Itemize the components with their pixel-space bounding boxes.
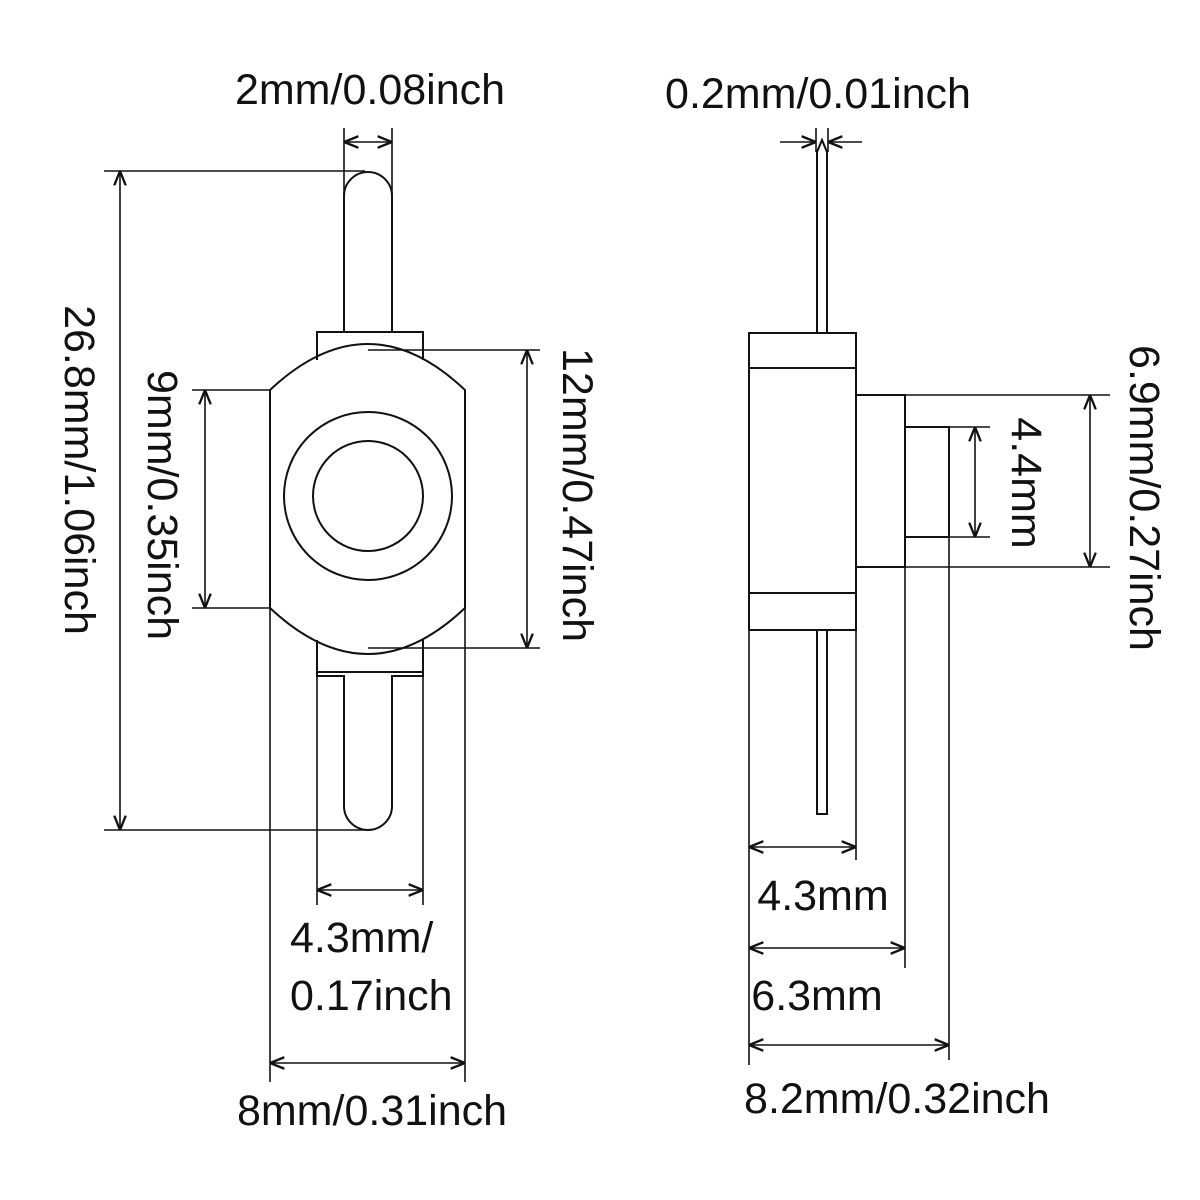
front-body (269, 343, 466, 655)
side-knob-height-label: 4.4mm (1002, 417, 1050, 548)
knob-inner-ring (312, 440, 424, 552)
front-body-height-label: 12mm/0.47inch (553, 348, 601, 642)
front-bottom-shoulder (316, 640, 424, 673)
front-body-width-label: 8mm/0.31inch (237, 1087, 507, 1135)
side-total-depth-label: 8.2mm/0.32inch (744, 1075, 1050, 1123)
front-pin-spacing-label-line1: 4.3mm/ (290, 914, 433, 962)
front-top-shoulder (316, 331, 424, 360)
front-view: 2mm/0.08inch 26.8mm/1.06inch 9mm/0.35inc… (55, 66, 601, 1135)
side-collar (855, 394, 906, 568)
knob-outer-ring (283, 411, 453, 581)
front-top-pin (343, 171, 393, 332)
front-total-height-label: 26.8mm/1.06inch (55, 305, 103, 635)
side-body (748, 332, 857, 631)
front-bottom-pin (316, 672, 424, 831)
side-collar-height-label: 6.9mm/0.27inch (1120, 345, 1168, 651)
front-pin-width-label: 2mm/0.08inch (235, 66, 505, 114)
side-pin-thickness-label: 0.2mm/0.01inch (665, 70, 971, 118)
side-top-pin (816, 137, 828, 333)
side-bottom-pin (816, 630, 828, 815)
side-depth-to-body-label: 4.3mm (757, 872, 888, 920)
side-knob (904, 426, 950, 538)
front-pin-spacing-label-line2: 0.17inch (290, 972, 453, 1020)
side-depth-to-collar-label: 6.3mm (751, 972, 882, 1020)
front-knob-height-label: 9mm/0.35inch (138, 370, 186, 640)
side-view: 0.2mm/0.01inch 4.4mm 6.9mm/0.27inch 4.3m… (665, 70, 1168, 1123)
